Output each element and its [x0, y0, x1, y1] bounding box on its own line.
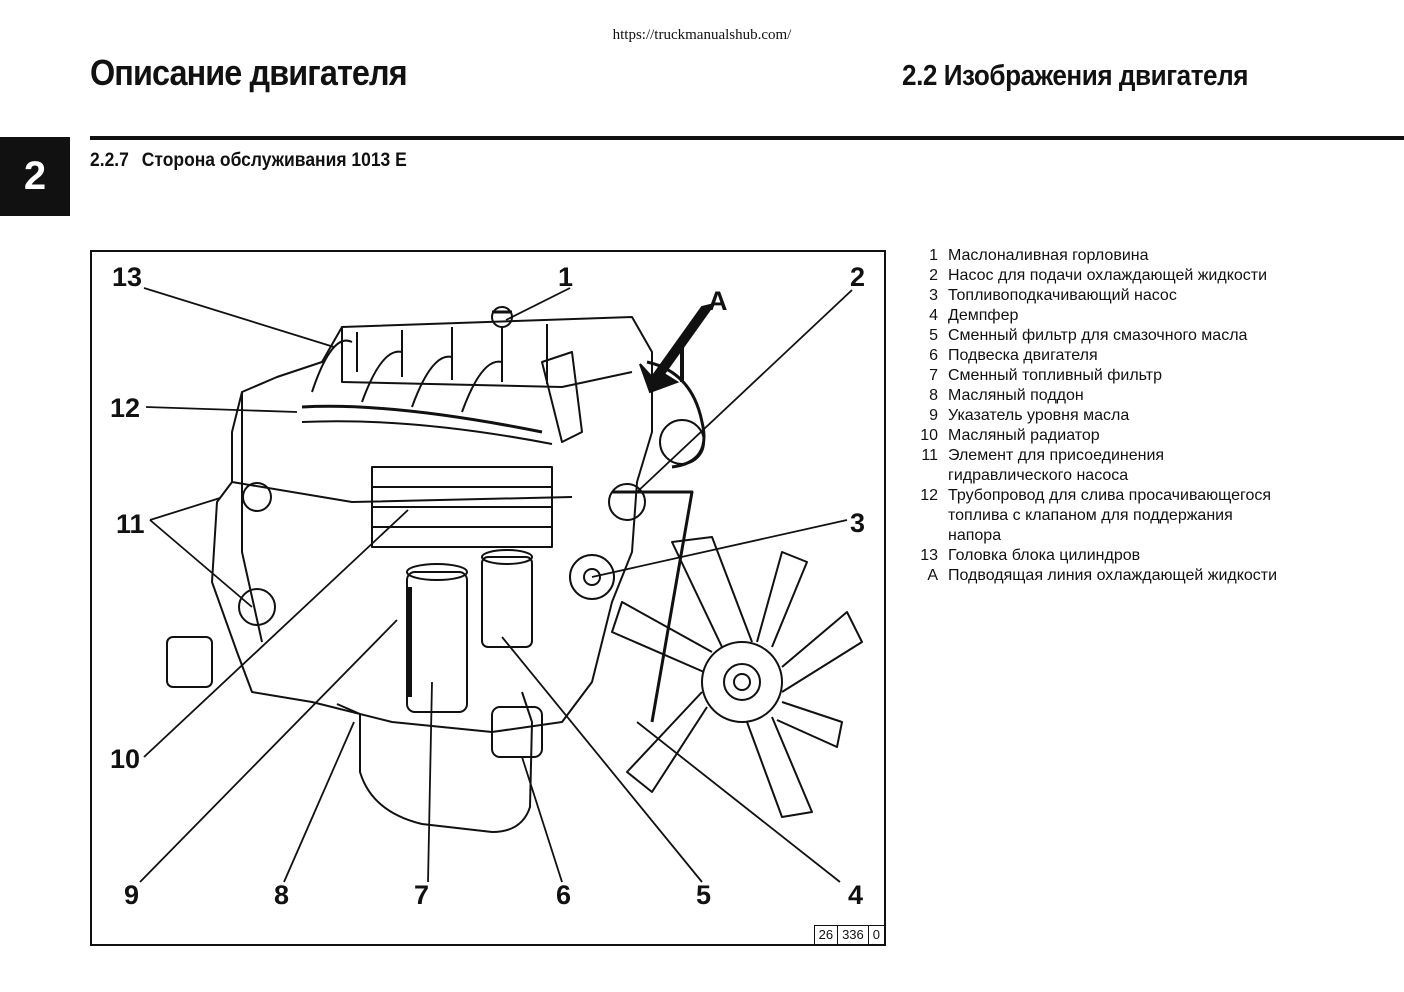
- legend-item: 6 Подвеска двигателя: [910, 346, 1330, 366]
- legend-item: 7 Сменный топливный фильтр: [910, 366, 1330, 386]
- legend-number: 1: [929, 247, 938, 264]
- legend-number: 3: [929, 287, 938, 304]
- legend-item: 3 Топливоподкачивающий насос: [910, 286, 1330, 306]
- chapter-title: 2.2 Изображения двигателя: [902, 60, 1249, 92]
- legend-text: Маслоналивная горловина: [948, 247, 1149, 264]
- legend-item: 1 Маслоналивная горловина: [910, 246, 1330, 266]
- callout-9: 9: [124, 880, 140, 910]
- legend-number: 8: [929, 387, 938, 404]
- callout-12: 12: [110, 393, 141, 423]
- oil-pan-drawing: [336, 691, 533, 833]
- legend-text: Демпфер: [948, 307, 1019, 324]
- legend-text: Элемент для присоединения гидравлическог…: [948, 447, 1165, 484]
- legend-text: Трубопровод для слива просачивающегося т…: [948, 487, 1272, 544]
- legend-item: 5 Сменный фильтр для смазочного масла: [910, 326, 1330, 346]
- section-heading: 2.2.7 Сторона обслуживания 1013 E: [90, 150, 407, 172]
- legend-number: A: [927, 567, 938, 584]
- callout-5: 5: [696, 880, 712, 910]
- callout-7: 7: [414, 880, 430, 910]
- figure-code-part: 26: [818, 927, 834, 942]
- legend-text: Сменный фильтр для смазочного масла: [948, 327, 1248, 344]
- legend-text: Насос для подачи охлаждающей жидкости: [948, 267, 1268, 284]
- legend-number: 10: [920, 427, 938, 444]
- callout-10: 10: [110, 744, 141, 774]
- arrow-a: [639, 302, 717, 394]
- legend-item: 4 Демпфер: [910, 306, 1330, 326]
- legend-number: 4: [929, 307, 938, 324]
- callout-6: 6: [556, 880, 572, 910]
- legend-number: 9: [929, 407, 938, 424]
- legend-number: 7: [929, 367, 938, 384]
- figure-code-part: 0: [867, 926, 884, 944]
- engine-block-drawing: [211, 316, 653, 733]
- section-title: Сторона обслуживания 1013 E: [141, 150, 407, 171]
- legend-item: 2 Насос для подачи охлаждающей жидкости: [910, 266, 1330, 286]
- legend-text: Подвеска двигателя: [948, 347, 1098, 364]
- header-rule: [90, 136, 1404, 140]
- callout-3: 3: [850, 508, 866, 538]
- legend-number: 13: [920, 547, 938, 564]
- legend-item: 11 Элемент для присоединения гидравлическ…: [910, 446, 1330, 486]
- legend-item: 12 Трубопровод для слива просачивающегося…: [910, 486, 1330, 546]
- legend-number: 12: [920, 487, 938, 504]
- source-url: https://truckmanualshub.com/: [612, 27, 792, 43]
- callout-a: A: [708, 286, 728, 316]
- legend-text: Подводящая линия охлаждающей жидкости: [948, 567, 1278, 584]
- callout-13: 13: [112, 262, 143, 292]
- callout-2: 2: [850, 262, 866, 292]
- engine-illustration: [139, 287, 863, 883]
- page-title: Описание двигателя: [90, 52, 408, 93]
- legend-item: A Подводящая линия охлаждающей жидкости: [910, 566, 1330, 586]
- legend-item: 8 Масляный поддон: [910, 386, 1330, 406]
- chapter-tab: 2: [0, 137, 70, 216]
- section-number: 2.2.7: [90, 150, 129, 171]
- legend-text: Сменный топливный фильтр: [948, 367, 1162, 384]
- legend-item: 13 Головка блока цилиндров: [910, 546, 1330, 566]
- figure-code: 26 336 0: [813, 925, 884, 944]
- legend-text: Топливоподкачивающий насос: [948, 287, 1177, 304]
- callout-11: 11: [116, 509, 145, 539]
- legend-text: Головка блока цилиндров: [948, 547, 1141, 564]
- legend-text: Указатель уровня масла: [948, 407, 1130, 424]
- legend-number: 5: [929, 327, 938, 344]
- legend-item: 9 Указатель уровня масла: [910, 406, 1330, 426]
- legend-number: 6: [929, 347, 938, 364]
- parts-legend: 1 Маслоналивная горловина 2 Насос для пода…: [910, 246, 1330, 586]
- callout-1: 1: [558, 262, 574, 292]
- engine-figure: 13 1 2 A 12 11 3 10 9 8 7 6 5 4 26 336 0: [90, 250, 886, 946]
- figure-code-part: 336: [837, 926, 868, 944]
- callout-8: 8: [274, 880, 290, 910]
- legend-number: 2: [929, 267, 938, 284]
- legend-number: 11: [921, 447, 938, 464]
- legend-text: Масляный поддон: [948, 387, 1084, 404]
- callout-4: 4: [848, 880, 864, 910]
- leader-lines: [139, 287, 853, 883]
- legend-text: Масляный радиатор: [948, 427, 1100, 444]
- legend-item: 10 Масляный радиатор: [910, 426, 1330, 446]
